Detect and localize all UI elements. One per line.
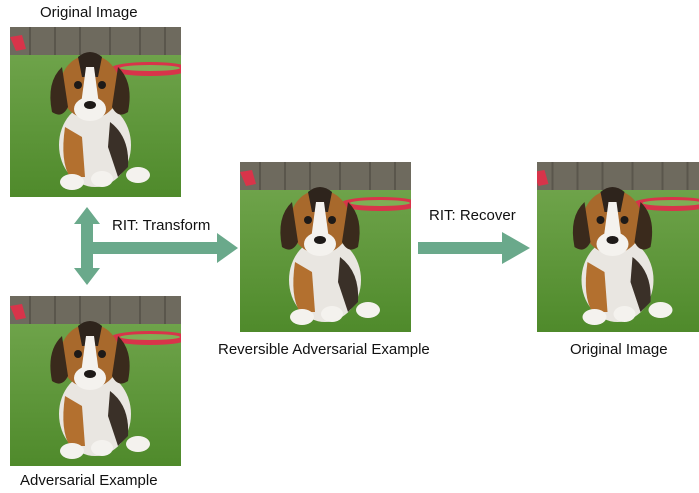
original-image-top xyxy=(10,27,181,197)
recover-arrow xyxy=(418,232,530,264)
rit-recover-label: RIT: Recover xyxy=(429,207,516,224)
rit-transform-label: RIT: Transform xyxy=(112,217,211,234)
adversarial-example-label: Adversarial Example xyxy=(20,472,158,489)
adversarial-example-image xyxy=(10,296,181,466)
reversible-adversarial-example-label: Reversible Adversarial Example xyxy=(218,341,430,358)
original-image-top-label: Original Image xyxy=(40,4,138,21)
transform-arrow xyxy=(74,207,238,285)
original-image-right-label: Original Image xyxy=(570,341,668,358)
reversible-adversarial-image xyxy=(240,162,411,332)
original-image-right xyxy=(537,162,699,332)
